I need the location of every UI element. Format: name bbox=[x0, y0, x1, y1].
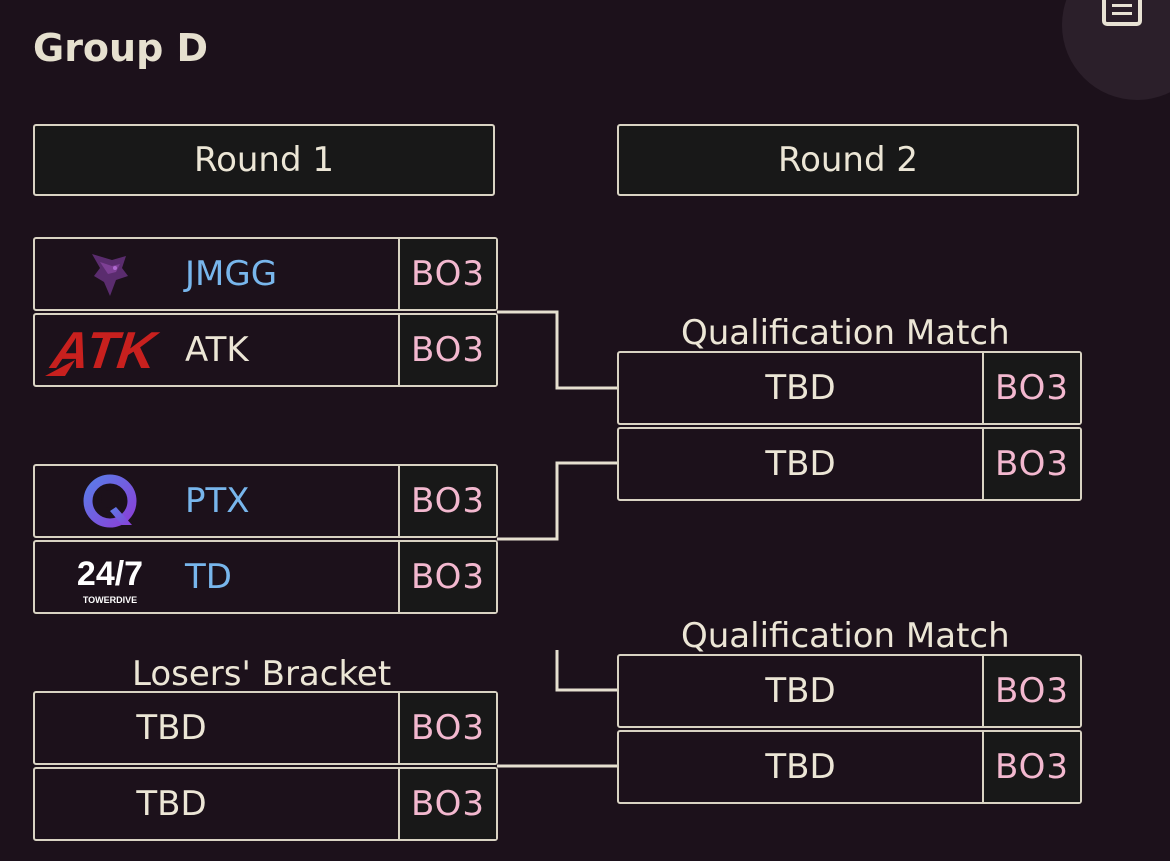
round-1-header: Round 1 bbox=[33, 124, 495, 196]
team-name: TBD bbox=[136, 784, 207, 824]
round-1-label: Round 1 bbox=[193, 140, 335, 180]
format-badge: BO3 bbox=[982, 732, 1080, 802]
team-cell[interactable]: TBD bbox=[619, 656, 982, 726]
team-name: PTX bbox=[185, 481, 250, 521]
format-badge: BO3 bbox=[398, 542, 496, 612]
team-cell[interactable]: ATK ATK bbox=[35, 315, 398, 385]
team-name: TBD bbox=[765, 671, 836, 711]
atk-logo: ATK bbox=[45, 319, 175, 381]
team-cell[interactable]: 24/7 TOWERDIVE TD bbox=[35, 542, 398, 612]
team-cell[interactable]: TBD bbox=[619, 429, 982, 499]
ptx-logo bbox=[45, 470, 175, 532]
format-badge: BO3 bbox=[982, 656, 1080, 726]
losers-slot-2[interactable]: TBD BO3 bbox=[33, 767, 498, 841]
format-badge: BO3 bbox=[398, 239, 496, 309]
losers-bracket-label: Losers' Bracket bbox=[132, 654, 392, 694]
group-title: Group D bbox=[33, 26, 209, 70]
match-slot-ptx[interactable]: PTX BO3 bbox=[33, 464, 498, 538]
format-badge: BO3 bbox=[398, 315, 496, 385]
team-cell[interactable]: TBD bbox=[619, 353, 982, 423]
format-badge: BO3 bbox=[398, 466, 496, 536]
team-cell[interactable]: TBD bbox=[35, 769, 398, 839]
team-name: JMGG bbox=[185, 254, 278, 294]
match-slot-td[interactable]: 24/7 TOWERDIVE TD BO3 bbox=[33, 540, 498, 614]
format-badge: BO3 bbox=[982, 429, 1080, 499]
team-cell[interactable]: TBD bbox=[619, 732, 982, 802]
team-name: TBD bbox=[765, 747, 836, 787]
qualification-match-1-label: Qualification Match bbox=[681, 313, 1010, 353]
match-slot-jmgg[interactable]: JMGG BO3 bbox=[33, 237, 498, 311]
losers-slot-1[interactable]: TBD BO3 bbox=[33, 691, 498, 765]
td-logo-top: 24/7 bbox=[77, 555, 143, 593]
round-2-label: Round 2 bbox=[777, 140, 919, 180]
team-cell[interactable]: TBD bbox=[35, 693, 398, 763]
list-document-icon[interactable] bbox=[1102, 0, 1142, 28]
format-badge: BO3 bbox=[398, 693, 496, 763]
team-name: ATK bbox=[185, 330, 249, 370]
jmgg-logo bbox=[45, 243, 175, 305]
round-2-header: Round 2 bbox=[617, 124, 1079, 196]
match-slot-atk[interactable]: ATK ATK BO3 bbox=[33, 313, 498, 387]
team-name: TD bbox=[185, 557, 232, 597]
qualification-2-slot-1[interactable]: TBD BO3 bbox=[617, 654, 1082, 728]
team-name: TBD bbox=[765, 368, 836, 408]
td-logo-bottom: TOWERDIVE bbox=[83, 595, 137, 605]
team-cell[interactable]: PTX bbox=[35, 466, 398, 536]
format-badge: BO3 bbox=[398, 769, 496, 839]
qualification-1-slot-2[interactable]: TBD BO3 bbox=[617, 427, 1082, 501]
team-name: TBD bbox=[765, 444, 836, 484]
team-name: TBD bbox=[136, 708, 207, 748]
team-cell[interactable]: JMGG bbox=[35, 239, 398, 309]
qualification-1-slot-1[interactable]: TBD BO3 bbox=[617, 351, 1082, 425]
qualification-2-slot-2[interactable]: TBD BO3 bbox=[617, 730, 1082, 804]
qualification-match-2-label: Qualification Match bbox=[681, 616, 1010, 656]
td-logo: 24/7 TOWERDIVE bbox=[45, 546, 175, 608]
format-badge: BO3 bbox=[982, 353, 1080, 423]
